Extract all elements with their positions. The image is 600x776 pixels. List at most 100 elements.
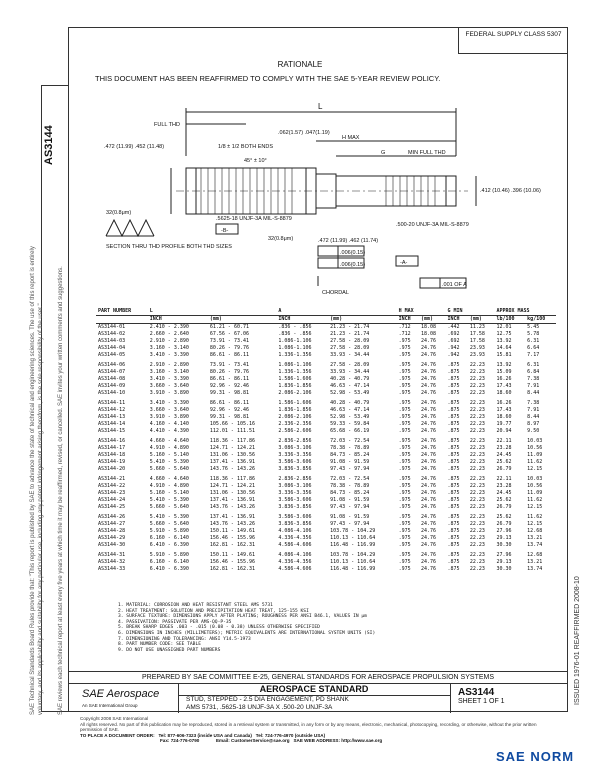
table-cell: 6.31 bbox=[527, 338, 540, 344]
sub-lb100: lb/100 bbox=[494, 315, 526, 324]
table-cell: .975 bbox=[398, 497, 411, 503]
table-cell: 86.61 - 86.11 bbox=[209, 376, 249, 382]
table-cell: 2.910 - 2.890 bbox=[149, 362, 189, 368]
table-cell: 5.160 - 5.140 bbox=[149, 490, 189, 496]
table-cell: 124.71 - 124.21 bbox=[209, 483, 256, 489]
table-cell: .836 - .856 bbox=[278, 331, 312, 337]
table-cell: 22.23 bbox=[469, 383, 485, 389]
table-cell: 18.08 bbox=[420, 331, 437, 337]
table-cell: 59.33 - 59.84 bbox=[330, 421, 370, 427]
table-cell: 143.76 - 143.26 bbox=[209, 521, 256, 527]
table-cell: 20.94 bbox=[496, 428, 512, 434]
table-cell: 24.76 bbox=[420, 345, 437, 351]
table-cell: 6.410 - 6.390 bbox=[149, 542, 189, 548]
l-label: L bbox=[318, 102, 323, 111]
table-cell: 11.62 bbox=[527, 514, 543, 520]
sub-mm: (mm) bbox=[207, 315, 277, 324]
table-cell: 29.13 bbox=[496, 559, 512, 565]
table-cell: .975 bbox=[398, 552, 411, 558]
table-cell: .875 bbox=[447, 566, 460, 572]
table-cell: 24.76 bbox=[420, 559, 437, 565]
table-cell: .875 bbox=[447, 452, 460, 458]
sheet-number: SHEET 1 OF 1 bbox=[458, 698, 505, 705]
table-cell: .875 bbox=[447, 390, 460, 396]
prepared-by: PREPARED BY SAE COMMITTEE E-25, GENERAL … bbox=[68, 671, 568, 681]
datum-a: -A- bbox=[400, 260, 408, 266]
table-cell: 97.43 - 97.94 bbox=[330, 521, 370, 527]
table-cell: 3.660 - 3.640 bbox=[149, 383, 189, 389]
table-cell: 2.910 - 2.890 bbox=[149, 338, 189, 344]
table-cell: 3.586-3.606 bbox=[278, 514, 312, 520]
col-h-max: H MAX bbox=[396, 308, 446, 316]
table-cell: 7.91 bbox=[527, 383, 540, 389]
table-cell: 24.76 bbox=[420, 459, 437, 465]
table-cell: 156.46 - 155.96 bbox=[209, 535, 256, 541]
group-spacer bbox=[96, 573, 556, 576]
table-cell: 4.660 - 4.640 bbox=[149, 438, 189, 444]
table-cell: 30.30 bbox=[496, 542, 512, 548]
table-cell: 12.01 bbox=[496, 324, 512, 330]
table-cell: .875 bbox=[447, 542, 460, 548]
table-cell: 2.336-2.356 bbox=[278, 421, 312, 427]
table-cell: 2.086-2.106 bbox=[278, 390, 312, 396]
finish-1: 32(0.8μm) bbox=[106, 210, 131, 216]
table-cell: 6.64 bbox=[527, 345, 540, 351]
table-cell: 11.09 bbox=[527, 490, 543, 496]
table-cell: 3.586-3.606 bbox=[278, 459, 312, 465]
table-cell: 5.410 - 5.390 bbox=[149, 514, 189, 520]
table-cell: 33.93 - 34.44 bbox=[330, 352, 370, 358]
table-cell: 1.086-1.106 bbox=[278, 338, 312, 344]
table-cell: 4.336-4.356 bbox=[278, 535, 312, 541]
sub-mm: (mm) bbox=[467, 315, 495, 324]
table-cell: 67.56 - 67.06 bbox=[209, 331, 249, 337]
sae-logo-text: SAE Aerospace bbox=[82, 688, 160, 700]
table-cell: 3.836-3.856 bbox=[278, 466, 312, 472]
table-cell: 124.71 - 124.21 bbox=[209, 445, 256, 451]
table-cell: 24.76 bbox=[420, 369, 437, 375]
table-cell: 7.38 bbox=[527, 400, 540, 406]
note-line: 4. PASSIVATION: PASSIVATE PER AMS-QQ-P-3… bbox=[118, 619, 232, 625]
table-cell: AS3144-27 bbox=[98, 521, 126, 527]
table-cell: .875 bbox=[447, 552, 460, 558]
table-cell: 137.41 - 136.91 bbox=[209, 497, 256, 503]
table-cell: 1.336-1.356 bbox=[278, 369, 312, 375]
table-cell: 3.336-3.356 bbox=[278, 452, 312, 458]
table-cell: 17.58 bbox=[469, 331, 485, 337]
table-cell: 22.23 bbox=[469, 504, 485, 510]
table-cell: .875 bbox=[447, 476, 460, 482]
table-cell: 4.336-4.356 bbox=[278, 559, 312, 565]
table-cell: 24.76 bbox=[420, 466, 437, 472]
datum-b: -B- bbox=[221, 228, 229, 234]
fax: Fax: 724-776-0790 bbox=[160, 738, 200, 743]
angle-label: 45° ± 10° bbox=[244, 158, 267, 164]
table-cell: 22.23 bbox=[469, 483, 485, 489]
table-cell: 97.43 - 97.94 bbox=[330, 466, 370, 472]
table-cell: 22.23 bbox=[469, 514, 485, 520]
table-cell: 5.410 - 5.390 bbox=[149, 459, 189, 465]
table-cell: 15.09 bbox=[496, 369, 512, 375]
table-cell: 26.79 bbox=[496, 466, 512, 472]
table-cell: 40.28 - 40.79 bbox=[330, 376, 370, 382]
table-cell: AS3144-13 bbox=[98, 414, 126, 420]
web-address-link[interactable]: SAE WEB ADDRESS: http://www.sae.org bbox=[293, 738, 383, 743]
table-cell: 3.336-3.356 bbox=[278, 490, 312, 496]
table-cell: AS3144-24 bbox=[98, 497, 126, 503]
table-cell: 6.160 - 6.140 bbox=[149, 535, 189, 541]
table-cell: 1.086-1.106 bbox=[278, 345, 312, 351]
table-cell: 11.62 bbox=[527, 497, 543, 503]
table-cell: .875 bbox=[447, 428, 460, 434]
table-cell: 21.23 - 21.74 bbox=[330, 324, 370, 330]
col-a: A bbox=[276, 308, 397, 316]
table-cell: .875 bbox=[447, 497, 460, 503]
table-cell: 22.23 bbox=[469, 421, 485, 427]
thd-angle-label: 1/8 ± 1/2 BOTH ENDS bbox=[218, 144, 273, 150]
table-cell: 22.23 bbox=[469, 428, 485, 434]
table-cell: 24.76 bbox=[420, 452, 437, 458]
table-cell: .942 bbox=[447, 352, 460, 358]
table-cell: 1.586-1.606 bbox=[278, 376, 312, 382]
tolerance-2: .006(0.15) bbox=[340, 262, 365, 268]
table-cell: 12.68 bbox=[527, 552, 543, 558]
